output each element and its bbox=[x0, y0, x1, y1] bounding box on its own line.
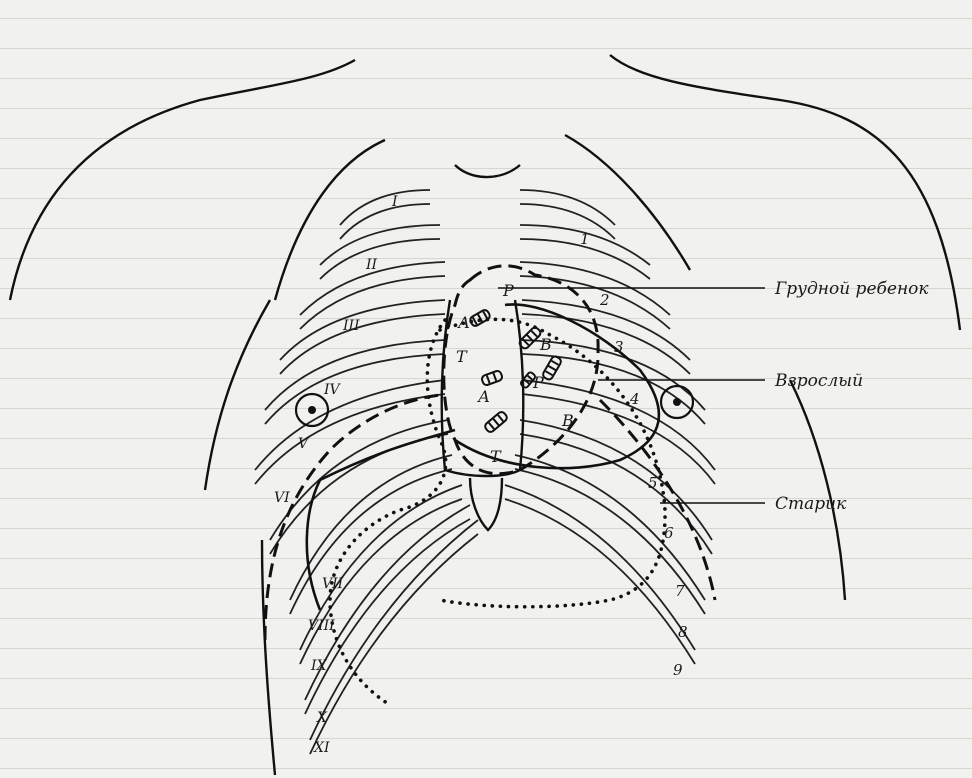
heart-adult-solid bbox=[307, 304, 659, 610]
letter-p-upper: Р bbox=[502, 281, 514, 300]
left-shoulder-line bbox=[10, 60, 355, 300]
rib-label-right-2: 2 bbox=[599, 291, 610, 309]
left-rib-1-lower-edge bbox=[340, 204, 430, 239]
rib-label-right-4: 4 bbox=[629, 390, 640, 408]
left-rib-3-lower-edge bbox=[300, 276, 445, 329]
letter-b-lower: В bbox=[561, 411, 574, 430]
letter-t-upper: Т bbox=[456, 347, 468, 366]
letter-t-lower: Т bbox=[490, 447, 502, 466]
left-flank-line bbox=[205, 300, 270, 490]
rib-label-left-3: III bbox=[342, 318, 360, 334]
valve-hatching bbox=[469, 309, 562, 434]
valve-mark-4 bbox=[542, 355, 563, 381]
label-adult: Взрослый bbox=[774, 371, 863, 391]
letter-a-upper: А bbox=[457, 313, 470, 332]
rib-label-right-9: 9 bbox=[673, 661, 683, 679]
rib-label-left-6: VI bbox=[274, 490, 290, 506]
letter-a-lower: А bbox=[477, 387, 490, 406]
elderly-heart-left-border bbox=[330, 320, 446, 705]
rib-label-left-7: VII bbox=[322, 576, 344, 592]
valve-mark-3 bbox=[481, 370, 503, 386]
letter-b-upper: В bbox=[539, 335, 552, 354]
label-elderly: Старик bbox=[775, 494, 847, 514]
jugular-notch bbox=[455, 165, 520, 177]
chamber-letters: А Р Т В Р А В Т bbox=[456, 281, 574, 466]
rib-label-left-5: V bbox=[298, 436, 310, 452]
right-nipple-center bbox=[673, 398, 681, 406]
left-pleural-border bbox=[265, 395, 440, 640]
rib-label-left-4: IV bbox=[323, 382, 342, 398]
body-outline bbox=[10, 55, 960, 775]
letter-p-lower: Р bbox=[532, 373, 544, 392]
right-rib-1-upper-edge bbox=[520, 190, 615, 225]
rib-label-left-11: XI bbox=[313, 740, 330, 756]
label-infant: Грудной ребенок bbox=[774, 279, 929, 299]
rib-label-right-3: 3 bbox=[614, 338, 624, 356]
right-rib-1-lower-edge bbox=[520, 204, 615, 239]
left-rib-2-lower-edge bbox=[320, 239, 440, 279]
left-nipple-center bbox=[308, 406, 316, 414]
left-neck-line bbox=[275, 140, 385, 300]
valve-mark-1 bbox=[469, 309, 491, 328]
rib-label-left-1: I bbox=[391, 194, 398, 210]
left-rib-1-upper-edge bbox=[340, 190, 430, 225]
rib-label-right-8: 8 bbox=[678, 623, 688, 641]
rib-label-left-9: IX bbox=[310, 658, 328, 674]
infant-heart-outline bbox=[444, 266, 598, 474]
rib-numbers-left: I II III IV V VI VII VIII IX X XI bbox=[274, 194, 398, 756]
left-rib-2-upper-edge bbox=[320, 225, 440, 265]
right-pleural-border bbox=[600, 400, 715, 600]
rib-label-right-6: 6 bbox=[664, 524, 674, 542]
heart-infant-dashed bbox=[444, 266, 598, 474]
rib-label-left-10: X bbox=[316, 710, 328, 726]
right-flank-line bbox=[790, 380, 845, 600]
sternum bbox=[442, 165, 524, 530]
valve-mark-2 bbox=[518, 326, 542, 350]
rib-label-right-5: 5 bbox=[648, 474, 658, 492]
rib-label-left-8: VIII bbox=[308, 618, 335, 634]
rib-label-right-1: 1 bbox=[580, 230, 590, 248]
left-rib-5-lower-edge bbox=[265, 354, 445, 424]
rib-label-left-2: II bbox=[365, 257, 378, 273]
valve-mark-5 bbox=[484, 410, 509, 433]
left-rib-7-upper-edge bbox=[270, 420, 448, 540]
rib-label-right-7: 7 bbox=[675, 582, 685, 600]
left-lower-flank bbox=[262, 540, 275, 775]
right-rib-6-upper-edge bbox=[522, 380, 715, 470]
